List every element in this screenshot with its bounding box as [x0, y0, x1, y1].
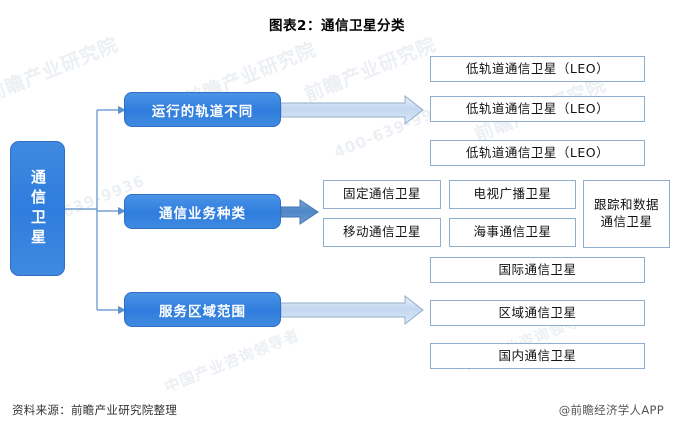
credit-note: @前瞻经济学人APP: [558, 403, 664, 417]
leaf-box[interactable]: 区域通信卫星: [430, 300, 645, 326]
branch-node-label: 通信业务种类: [159, 205, 246, 222]
leaf-box[interactable]: 低轨道通信卫星（LEO）: [430, 140, 645, 166]
branch-node-label: 运行的轨道不同: [151, 103, 254, 120]
leaf-box[interactable]: 低轨道通信卫星（LEO）: [430, 96, 645, 122]
branch-node-service-type[interactable]: 通信业务种类: [124, 194, 281, 229]
root-node-label: 通信卫星: [29, 168, 47, 249]
leaf-box[interactable]: 海事通信卫星: [449, 218, 576, 247]
leaf-box[interactable]: 低轨道通信卫星（LEO）: [430, 56, 645, 82]
branch-arrow-2: [280, 199, 319, 225]
leaf-box[interactable]: 跟踪和数据通信卫星: [583, 180, 670, 248]
leaf-box[interactable]: 国际通信卫星: [430, 257, 645, 283]
chart-title: 图表2：通信卫星分类: [269, 18, 405, 34]
leaf-box[interactable]: 国内通信卫星: [430, 343, 645, 369]
branch-arrow-3: [280, 294, 424, 326]
footer-divider: [0, 392, 674, 393]
branch-arrow-1: [280, 94, 424, 126]
source-note: 资料来源：前瞻产业研究院整理: [12, 403, 178, 417]
leaf-box[interactable]: 电视广播卫星: [449, 180, 576, 209]
branch-node-orbit[interactable]: 运行的轨道不同: [124, 92, 281, 127]
leaf-box[interactable]: 固定通信卫星: [323, 180, 441, 209]
watermark-brand: 前瞻产业研究院: [301, 33, 440, 107]
branch-node-coverage[interactable]: 服务区域范围: [124, 292, 281, 327]
watermark-brand: 前瞻产业研究院: [0, 33, 122, 107]
root-node[interactable]: 通信卫星: [10, 141, 65, 276]
leaf-box[interactable]: 移动通信卫星: [323, 218, 441, 247]
watermark-tagline: 中国产业咨询领导者: [162, 325, 303, 397]
branch-node-label: 服务区域范围: [159, 303, 246, 320]
